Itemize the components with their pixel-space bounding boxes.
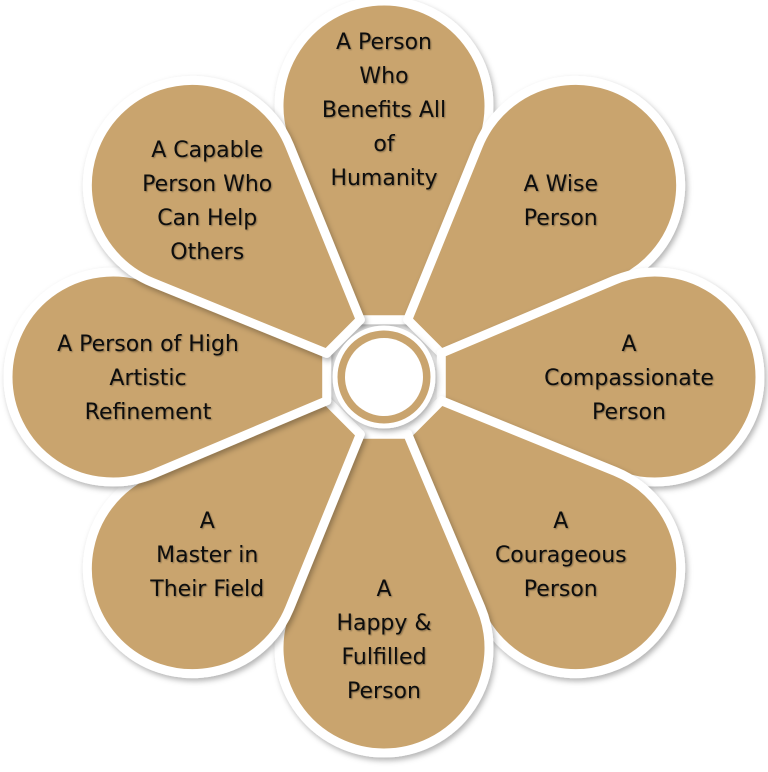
petal-label-line: Their Field [149,577,264,602]
petal-label-line: Happy & [336,611,431,636]
petal-label-line: Fulfilled [341,645,426,670]
petal-label-line: Others [170,240,244,265]
petal-label-line: Courageous [495,543,627,568]
petal-wise [403,75,686,358]
petal-label-line: A Capable [151,138,263,163]
petal-courageous [403,396,686,679]
petal-label-line: Person Who [142,172,272,197]
petal-label-line: Person [524,206,598,231]
petal-label-line: Refinement [85,400,212,425]
center-hole [345,338,423,416]
petal-label-line: of [373,132,395,157]
petal-label-line: A Wise [524,172,598,197]
petal-master-field [82,396,365,679]
petal-label-line: Master in [156,543,258,568]
petal-label-line: Can Help [157,206,257,231]
petal-label-line: A Person of High [57,332,239,357]
petal-label-master-field: A Master in Their Field [149,509,264,602]
petal-label-line: Humanity [330,166,437,191]
petal-label-line: Person [592,400,666,425]
petal-label-line: Artistic [109,366,186,391]
petal-label-line: Benefits All [322,98,446,123]
petal-label-line: A [553,509,568,534]
petal-capable-helper [82,75,365,358]
petal-label-line: A [200,509,215,534]
petal-label-line: A Person [336,30,432,55]
petal-label-line: Person [347,679,421,704]
petal-label-line: Compassionate [544,366,714,391]
petal-label-line: A [376,577,391,602]
petal-label-line: Who [359,64,408,89]
petal-label-line: A [621,332,636,357]
petal-label-line: Person [524,577,598,602]
